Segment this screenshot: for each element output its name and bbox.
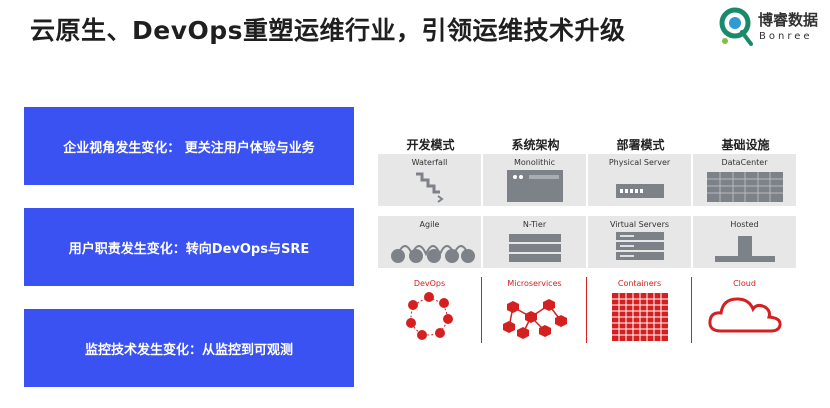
- cell-microservices: Microservices: [483, 277, 586, 343]
- page-title: 云原生、DevOps重塑运维行业，引领运维技术升级: [30, 16, 626, 45]
- column-header-dev-mode: 开发模式: [406, 138, 455, 152]
- hosted-icon: [715, 236, 775, 262]
- cell-label: DataCenter: [721, 158, 768, 167]
- cell-label: Cloud: [733, 279, 756, 288]
- cell-devops: DevOps: [378, 277, 481, 343]
- card-user-responsibility: 用户职责发生变化：转向DevOps与SRE: [24, 208, 354, 286]
- cell-virtual-servers: Virtual Servers: [588, 216, 691, 268]
- cell-cloud: Cloud: [693, 277, 796, 343]
- cell-label: Hosted: [730, 220, 759, 229]
- microservices-icon: [503, 299, 567, 339]
- cell-physical-server: Physical Server: [588, 154, 691, 206]
- column-divider: [691, 277, 692, 343]
- cell-containers: Containers: [588, 277, 691, 343]
- cell-label: Physical Server: [608, 158, 671, 167]
- column-header-infrastructure: 基础设施: [721, 138, 770, 152]
- cell-hosted: Hosted: [693, 216, 796, 268]
- monolithic-server-icon: [507, 170, 563, 202]
- column-header-deployment: 部署模式: [616, 138, 665, 152]
- cell-label: Waterfall: [411, 158, 448, 167]
- logo-name: 博睿数据: [758, 11, 819, 29]
- cell-label: DevOps: [413, 279, 446, 288]
- cell-agile: Agile: [378, 216, 481, 268]
- containers-grid-icon: [612, 293, 668, 341]
- brand-logo: 博睿数据 Bonree: [718, 6, 826, 52]
- card-label: 企业视角发生变化： 更关注用户体验与业务: [63, 140, 315, 156]
- n-tier-icon: [509, 234, 561, 262]
- column-divider: [586, 277, 587, 343]
- physical-server-icon: [616, 184, 664, 198]
- card-monitoring-tech: 监控技术发生变化：从监控到可观测: [24, 309, 354, 387]
- cell-label: Virtual Servers: [609, 220, 670, 229]
- cell-label: N-Tier: [522, 220, 547, 229]
- column-header-architecture: 系统架构: [511, 138, 560, 152]
- cell-label: Microservices: [507, 279, 562, 288]
- cell-n-tier: N-Tier: [483, 216, 586, 268]
- card-label: 监控技术发生变化：从监控到可观测: [84, 342, 293, 358]
- bonree-logo-icon: [719, 7, 753, 46]
- cell-label: Monolithic: [513, 158, 556, 167]
- waterfall-icon: [416, 172, 444, 203]
- card-enterprise-perspective: 企业视角发生变化： 更关注用户体验与业务: [24, 107, 354, 185]
- cell-label: Containers: [617, 279, 662, 288]
- cell-monolithic: Monolithic: [483, 154, 586, 206]
- datacenter-icon: [707, 172, 783, 202]
- card-label: 用户职责发生变化：转向DevOps与SRE: [68, 241, 310, 257]
- cell-waterfall: Waterfall: [378, 154, 481, 206]
- devops-cycle-icon: [406, 292, 453, 340]
- logo-subtitle: Bonree: [759, 31, 813, 42]
- cloud-icon: [708, 297, 782, 333]
- column-divider: [481, 277, 482, 343]
- agile-cycle-icon: [391, 245, 475, 263]
- cell-label: Agile: [419, 220, 440, 229]
- cell-datacenter: DataCenter: [693, 154, 796, 206]
- virtual-servers-icon: [616, 232, 664, 260]
